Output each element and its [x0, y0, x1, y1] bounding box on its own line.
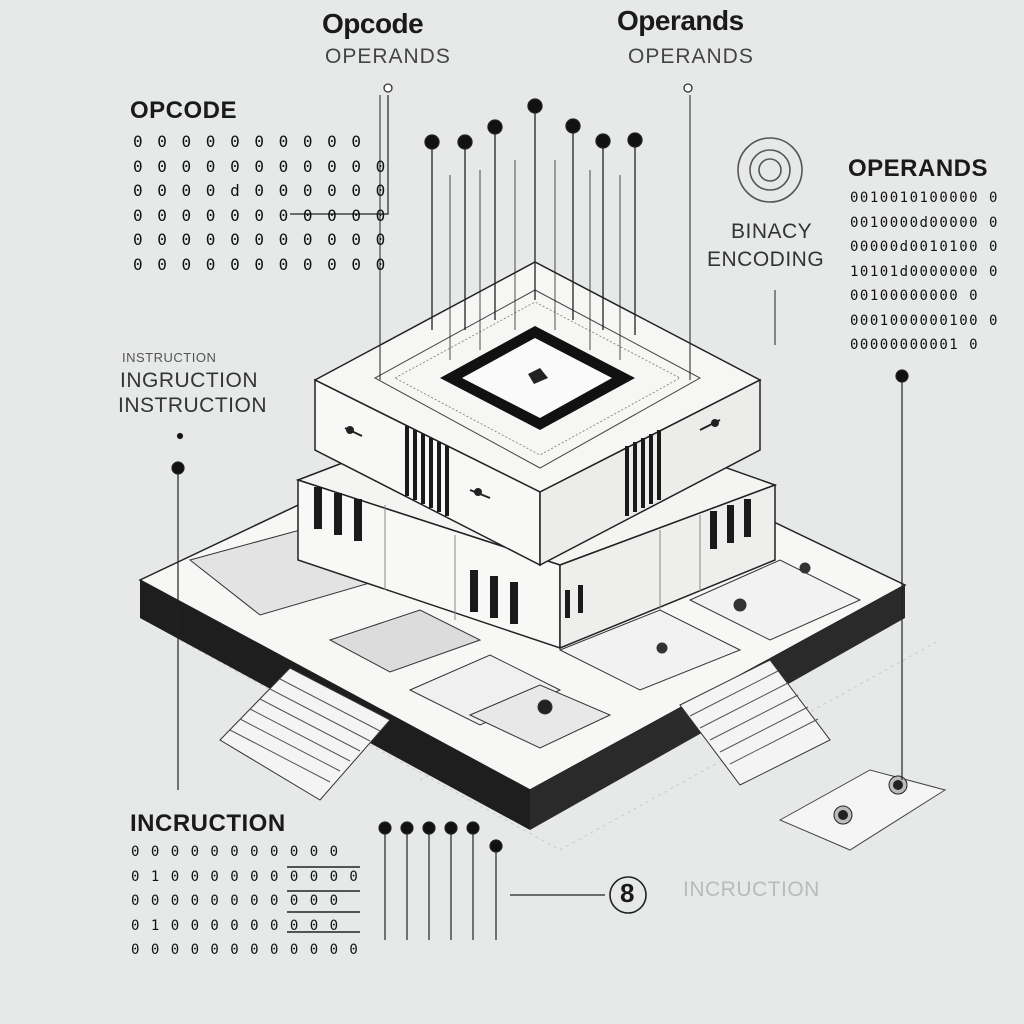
- instruction-row: 0 0 0 0 0 0 0 0 0 0 0: [131, 889, 359, 914]
- operands-row: 0010000d00000 0: [850, 211, 999, 236]
- instruction-row: 0 1 0 0 0 0 0 0 0 0 0: [131, 914, 359, 939]
- operands-row: 00000000001 0: [850, 333, 999, 358]
- instruction-row: 0 1 0 0 0 0 0 0 0 0 0 0: [131, 865, 359, 890]
- target-icon: [738, 138, 802, 202]
- node-panel: [780, 770, 945, 850]
- operands-row: 0010010100000 0: [850, 186, 999, 211]
- operands-block-title: OPERANDS: [848, 155, 988, 183]
- opcode-binary: 0 0 0 0 0 0 0 0 0 0 0 0 0 0 0 0 0 0 0 0 …: [133, 130, 388, 278]
- instruction-faint-label: INCRUCTION: [683, 878, 820, 902]
- opcode-row: 0 0 0 0 0 0 0 0 0 0 0: [133, 155, 388, 180]
- operands-title: Operands: [617, 5, 744, 37]
- opcode-row: 0 0 0 0 0 0 0 0 0 0: [133, 130, 388, 155]
- encoding-line2: ENCODING: [707, 248, 824, 272]
- encoding-line1: BINACY: [731, 220, 812, 244]
- opcode-title: Opcode: [322, 8, 423, 40]
- operands-row: 00000d0010100 0: [850, 235, 999, 260]
- operands-row: 10101d0000000 0: [850, 260, 999, 285]
- operands-row: 00100000000 0: [850, 284, 999, 309]
- glyph-eight: 8: [620, 878, 634, 909]
- operands-subtitle: OPERANDS: [628, 45, 754, 69]
- opcode-block-title: OPCODE: [130, 97, 237, 125]
- instruction-line1: INGRUCTION: [120, 369, 258, 393]
- opcode-subtitle: OPERANDS: [325, 45, 451, 69]
- operands-binary: 0010010100000 0 0010000d00000 0 00000d00…: [850, 186, 999, 358]
- instruction-row: 0 0 0 0 0 0 0 0 0 0 0: [131, 840, 359, 865]
- instruction-block-title: INCRUCTION: [130, 810, 286, 838]
- opcode-row: 0 0 0 0 0 0 0 0 0 0 0: [133, 228, 388, 253]
- opcode-row: 0 0 0 0 0 0 0 0 0 0 0: [133, 253, 388, 278]
- instruction-row: 0 0 0 0 0 0 0 0 0 0 0 0: [131, 938, 359, 963]
- opcode-row: 0 0 0 0 0 0 0 0 0 0 0: [133, 204, 388, 229]
- operands-row: 0001000000100 0: [850, 309, 999, 334]
- instruction-binary: 0 0 0 0 0 0 0 0 0 0 0 0 1 0 0 0 0 0 0 0 …: [131, 840, 359, 963]
- instruction-garbled: INSTRUCTION: [122, 350, 216, 365]
- opcode-row: 0 0 0 0 d 0 0 0 0 0 0: [133, 179, 388, 204]
- instruction-line2: INSTRUCTION: [118, 394, 267, 418]
